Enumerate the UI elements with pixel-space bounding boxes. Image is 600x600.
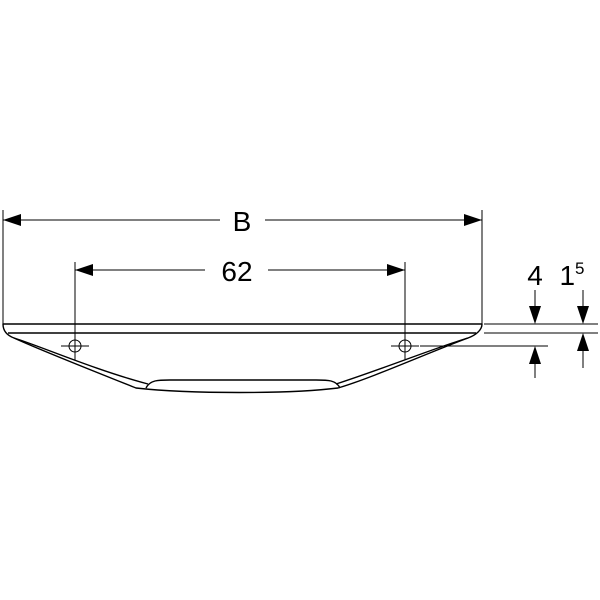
dimension-4 (420, 290, 598, 378)
dimension-label-4: 4 (527, 260, 543, 291)
arrowhead-4-down (529, 306, 541, 324)
dimension-label-62: 62 (221, 256, 252, 287)
arrowhead-15-down (577, 306, 589, 324)
dimension-1-5 (484, 290, 598, 368)
basin-bottom-recess (145, 379, 341, 389)
basin-inner-curve-right (335, 337, 469, 385)
arrowhead-b-left (3, 214, 21, 226)
dimension-label-1-5-base: 1 (559, 260, 575, 291)
arrowhead-62-left (75, 264, 93, 276)
dimension-label-1-5-superscript: 5 (575, 259, 584, 278)
arrowhead-62-right (387, 264, 405, 276)
tap-hole-marker-right (391, 338, 419, 356)
arrowhead-4-up (529, 346, 541, 364)
dimension-b (2, 210, 483, 324)
dimension-label-1-5: 15 (559, 259, 584, 291)
basin-inner-curve-left (13, 337, 149, 385)
arrowhead-b-right (464, 214, 482, 226)
arrowhead-15-up (577, 333, 589, 351)
dimension-label-b: B (233, 206, 252, 237)
basin-profile (2, 323, 483, 394)
tap-hole-marker-left (61, 338, 89, 356)
